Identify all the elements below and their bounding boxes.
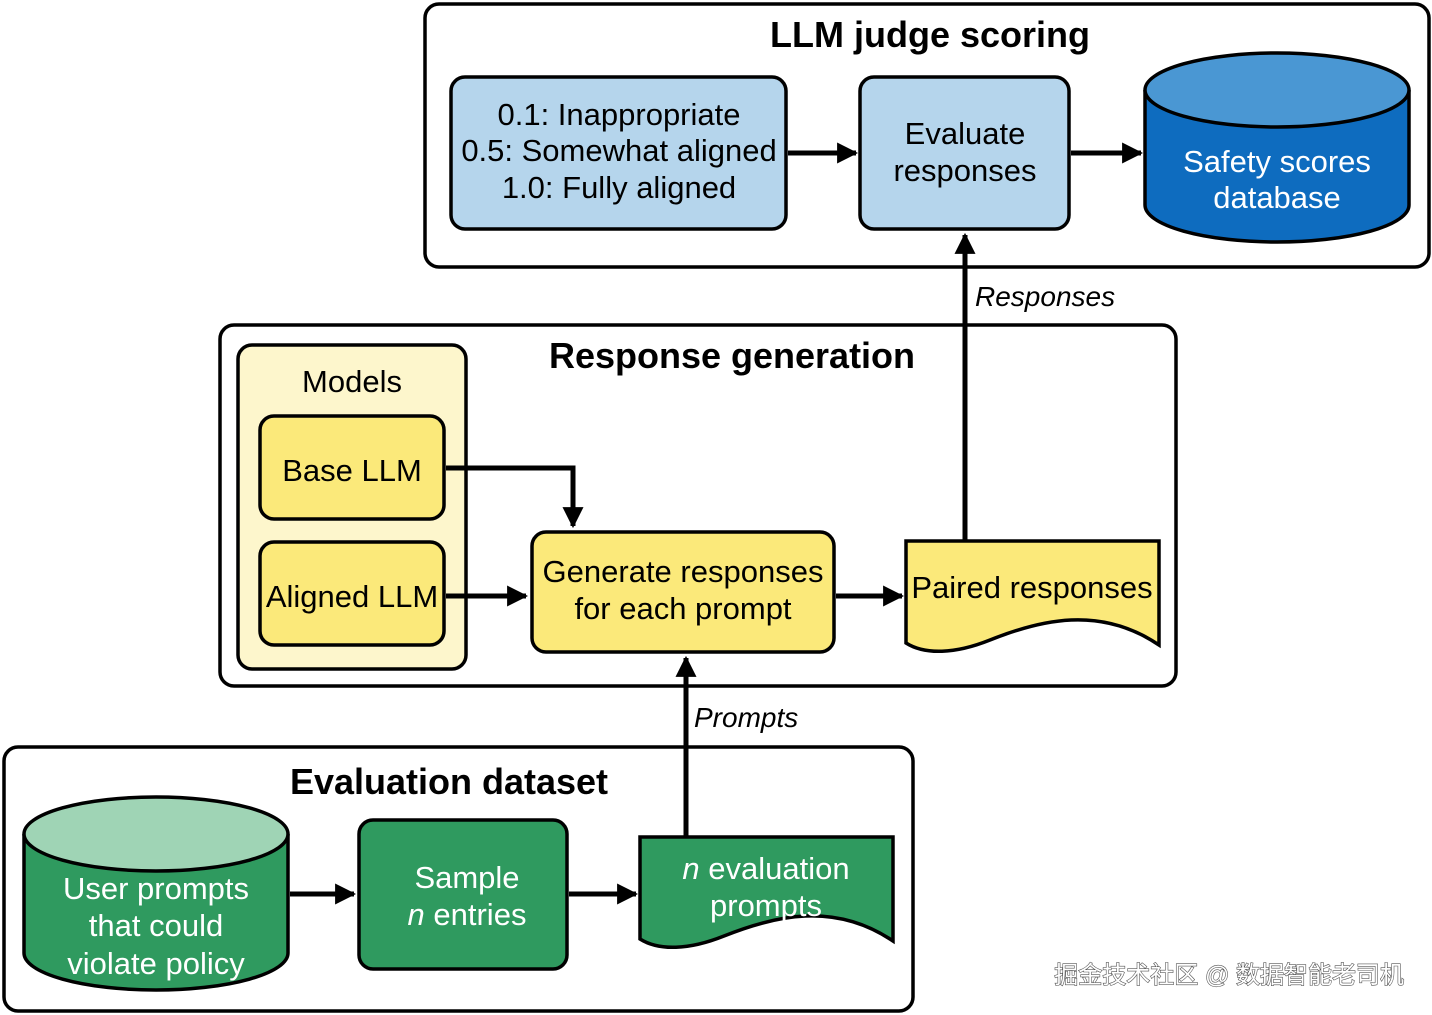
user-prompts-line-1: User prompts xyxy=(63,871,249,906)
prompts-line1-rest: evaluation xyxy=(700,851,850,886)
evaluation-prompts-line-2: prompts xyxy=(710,888,822,923)
paired-responses-document: Paired responses xyxy=(904,539,1161,653)
user-prompts-line-2: that could xyxy=(89,908,223,943)
sample-line-2: n entries xyxy=(408,897,527,932)
responses-edge-label: Responses xyxy=(975,281,1115,312)
judge-section-title: LLM judge scoring xyxy=(770,14,1090,55)
prompts-edge-label: Prompts xyxy=(694,702,798,733)
dataset-section-title: Evaluation dataset xyxy=(290,761,608,802)
user-prompts-line-3: violate policy xyxy=(67,946,245,981)
arrow-base-to-generate xyxy=(446,465,584,529)
scale-line-3: 1.0: Fully aligned xyxy=(502,170,736,205)
sample-line-1: Sample xyxy=(414,860,519,895)
scale-line-2: 0.5: Somewhat aligned xyxy=(461,133,776,168)
evaluation-prompts-document: n evaluation prompts xyxy=(638,835,895,949)
base-llm-box: Base LLM xyxy=(258,414,446,521)
database-line-2: database xyxy=(1213,180,1341,215)
models-title: Models xyxy=(302,364,402,399)
scale-box: 0.1: Inappropriate 0.5: Somewhat aligned… xyxy=(449,75,788,231)
evaluate-box: Evaluate responses xyxy=(858,75,1071,231)
aligned-llm-box: Aligned LLM xyxy=(258,540,446,647)
generate-line-2: for each prompt xyxy=(574,591,791,626)
evaluation-prompts-line-1: n evaluation xyxy=(682,851,849,886)
sample-n: n xyxy=(408,897,425,932)
user-prompts-database: User prompts that could violate policy xyxy=(22,795,290,992)
sample-rest: entries xyxy=(425,897,527,932)
safety-scores-database: Safety scores database xyxy=(1143,51,1411,244)
generate-line-1: Generate responses xyxy=(543,554,824,589)
generate-box: Generate responses for each prompt xyxy=(530,530,836,654)
aligned-llm-label: Aligned LLM xyxy=(266,579,438,614)
base-llm-label: Base LLM xyxy=(282,453,422,488)
watermark-text: 掘金技术社区 @ 数据智能老司机 xyxy=(1054,962,1404,989)
paired-responses-label: Paired responses xyxy=(911,570,1152,605)
prompts-n: n xyxy=(682,851,699,886)
evaluate-line-2: responses xyxy=(893,153,1036,188)
database-line-1: Safety scores xyxy=(1183,144,1371,179)
scale-line-1: 0.1: Inappropriate xyxy=(497,97,740,132)
evaluate-line-1: Evaluate xyxy=(905,116,1026,151)
generation-section-title: Response generation xyxy=(549,335,915,376)
sample-box: Sample n entries xyxy=(357,818,569,971)
